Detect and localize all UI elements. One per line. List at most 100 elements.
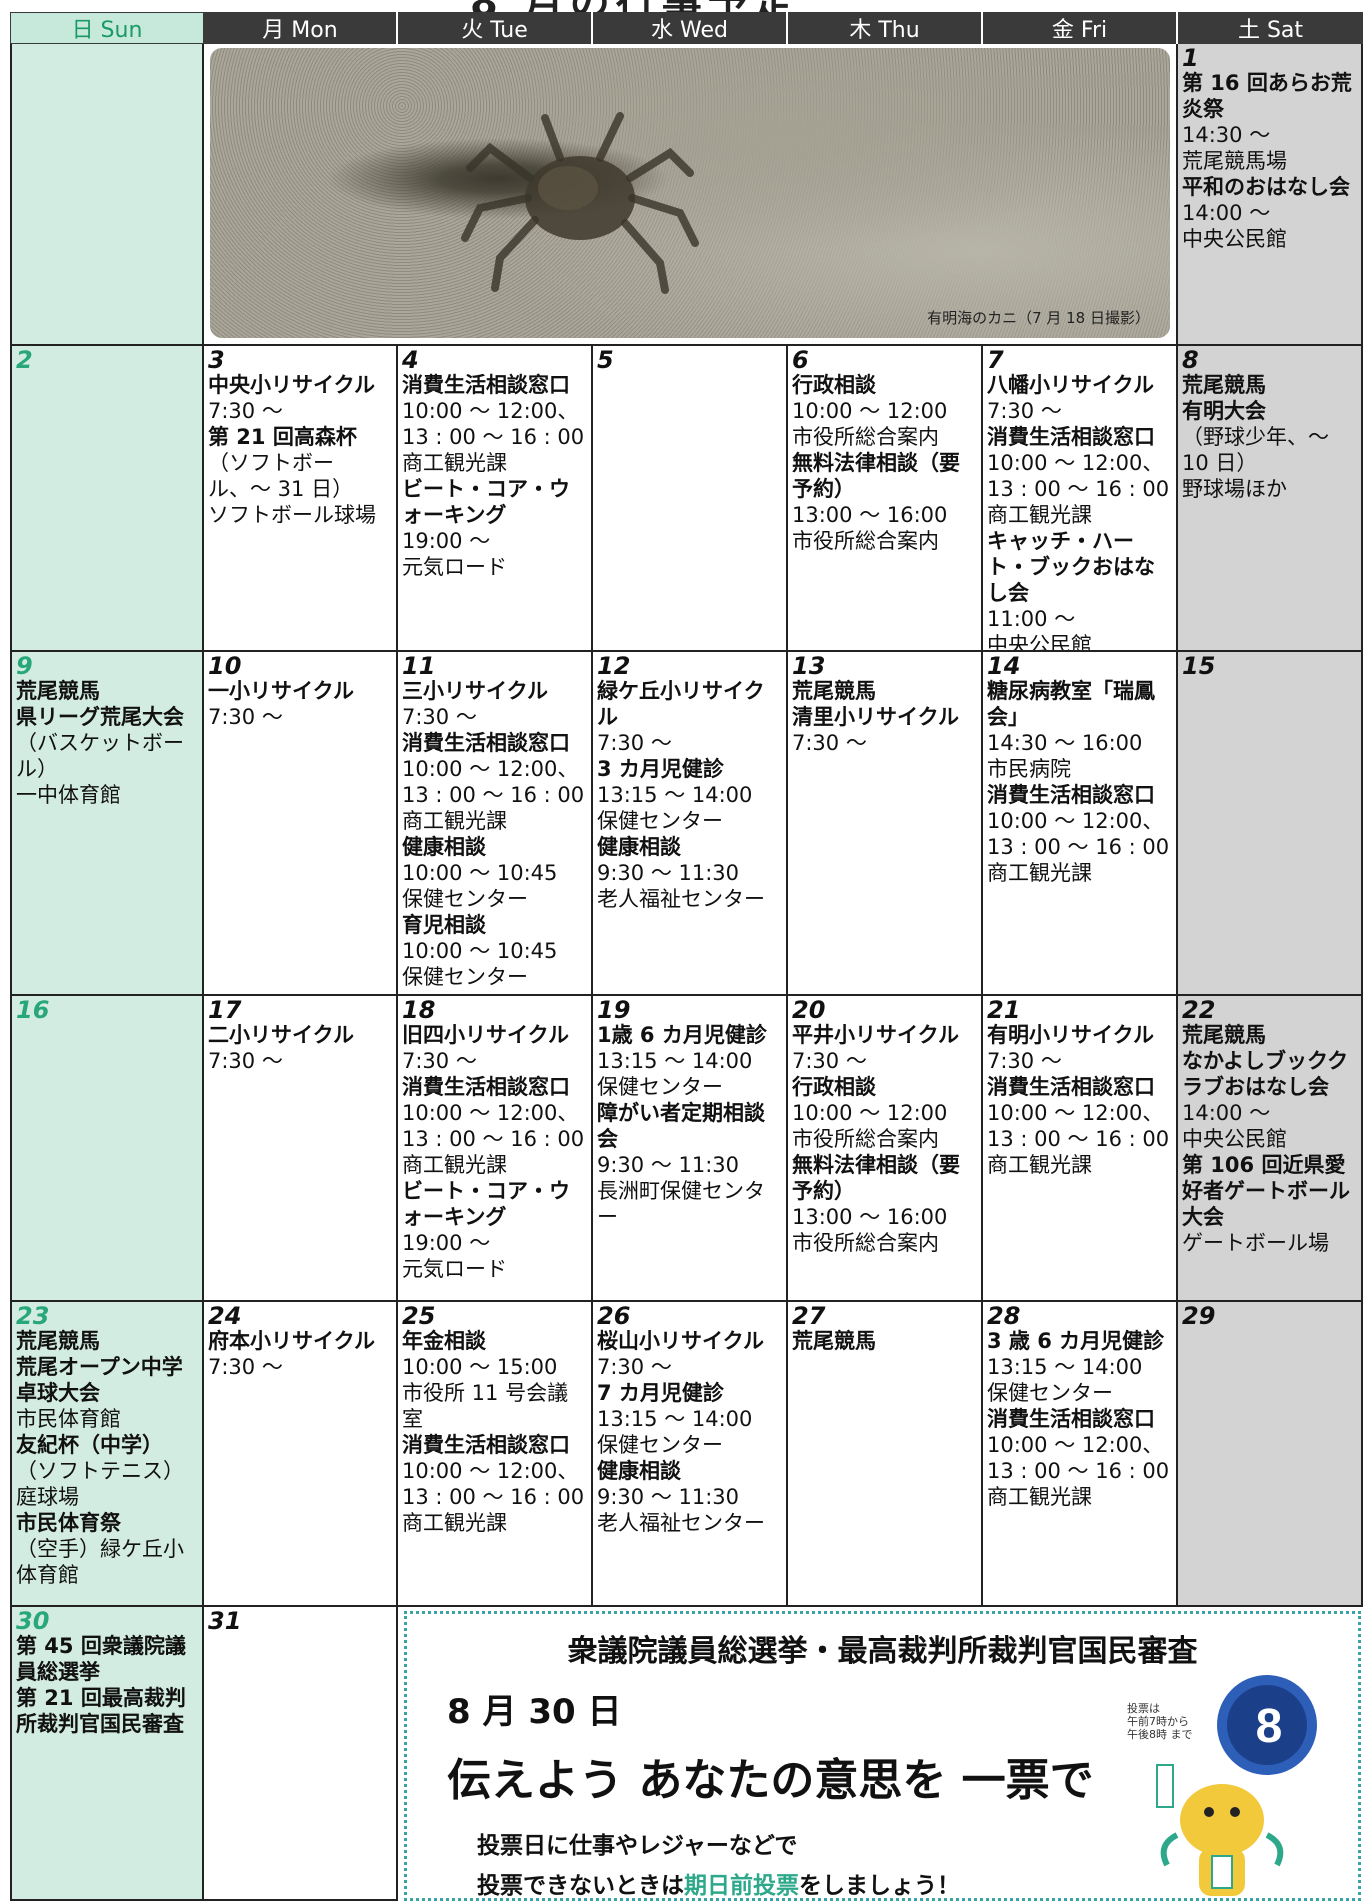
event-detail: 9:30 〜 11:30 xyxy=(597,861,740,885)
event-title: 3 歳 6 カ月児健診 xyxy=(987,1329,1165,1353)
event-title: 友紀杯（中学） xyxy=(16,1433,163,1457)
event-detail: 10:00 〜 12:00、 xyxy=(402,399,579,423)
event-title: 荒尾競馬 xyxy=(1182,373,1266,397)
badge-number: 8 xyxy=(1256,1700,1283,1753)
event-detail: 10:00 〜 12:00、 xyxy=(402,1101,579,1125)
event-detail: 長洲町保健センター xyxy=(597,1179,765,1229)
voting-hours-line-3: 午後8時 まで xyxy=(1127,1728,1193,1741)
event-title: 無料法律相談（要予約） xyxy=(792,1153,960,1203)
day-cell: 2 xyxy=(10,346,204,652)
event-detail: 11:00 〜 xyxy=(987,607,1076,631)
day-cell: 31 xyxy=(204,1607,398,1901)
election-note-2: 投票できないときは期日前投票をしましょう！ xyxy=(477,1866,960,1900)
event-title: 桜山小リサイクル xyxy=(597,1329,764,1353)
event-detail: 市役所総合案内 xyxy=(792,1127,939,1151)
event-detail: 14:00 〜 xyxy=(1182,1101,1271,1125)
event-title: ビート・コア・ウォーキング xyxy=(402,1179,570,1229)
event-title: 糖尿病教室「瑞鳳会」 xyxy=(987,679,1155,729)
event-detail: ソフトボール球場 xyxy=(208,503,376,527)
event-title: 行政相談 xyxy=(792,1075,876,1099)
event-detail: 13 : 00 〜 16 : 00 xyxy=(402,425,585,449)
day-cell: 29 xyxy=(1178,1302,1363,1607)
event-detail: 7:30 〜 xyxy=(402,1049,477,1073)
event-detail: 商工観光課 xyxy=(402,1511,507,1535)
event-title: 荒尾競馬 xyxy=(792,679,876,703)
event-detail: 13:15 〜 14:00 xyxy=(597,1049,753,1073)
event-title: 市民体育祭 xyxy=(16,1511,121,1535)
mascot-icon: 8 xyxy=(1156,1675,1317,1896)
event-detail: 10:00 〜 12:00、 xyxy=(987,451,1164,475)
day-cell: 15 xyxy=(1178,652,1363,996)
day-number: 9 xyxy=(16,652,33,680)
early-voting-highlight: 期日前投票 xyxy=(684,1873,799,1899)
day-cell-empty xyxy=(10,44,204,346)
day-number: 22 xyxy=(1182,996,1216,1024)
event-detail: 商工観光課 xyxy=(987,503,1092,527)
header-tue: 火 Tue xyxy=(398,12,593,44)
event-title: 中央小リサイクル xyxy=(208,373,375,397)
event-detail: 7:30 〜 xyxy=(208,399,283,423)
event-title: 第 16 回あらお荒炎祭 xyxy=(1182,71,1352,121)
event-detail: 7:30 〜 xyxy=(792,731,867,755)
event-detail: 14:00 〜 xyxy=(1182,201,1271,225)
day-number: 3 xyxy=(208,346,225,374)
event-title: 荒尾競馬 xyxy=(16,1329,100,1353)
event-detail: 商工観光課 xyxy=(987,1153,1092,1177)
event-detail: 市役所総合案内 xyxy=(792,1231,939,1255)
event-detail: 13 : 00 〜 16 : 00 xyxy=(402,783,585,807)
day-cell: 16 xyxy=(10,996,204,1302)
event-detail: 保健センター xyxy=(597,1433,723,1457)
event-detail: 市民体育館 xyxy=(16,1407,121,1431)
event-detail: 13 : 00 〜 16 : 00 xyxy=(987,1459,1170,1483)
event-title: 荒尾オープン中学卓球大会 xyxy=(16,1355,183,1405)
event-detail: 13 : 00 〜 16 : 00 xyxy=(987,1127,1170,1151)
event-detail: 13:15 〜 14:00 xyxy=(987,1355,1143,1379)
day-number: 18 xyxy=(402,996,436,1024)
photo-cell: 有明海のカニ（7 月 18 日撮影） xyxy=(204,44,1178,346)
election-notice: 衆議院議員総選挙・最高裁判所裁判官国民審査 8 月 30 日 伝えよう あなたの… xyxy=(404,1611,1361,1901)
header-sat: 土 Sat xyxy=(1178,12,1363,44)
event-title: 消費生活相談窓口 xyxy=(402,731,570,755)
event-title: 荒尾競馬 xyxy=(1182,1023,1266,1047)
crab-photo: 有明海のカニ（7 月 18 日撮影） xyxy=(210,48,1170,338)
event-title: 平井小リサイクル xyxy=(792,1023,959,1047)
event-detail: 荒尾競馬場 xyxy=(1182,149,1287,173)
day-number: 23 xyxy=(16,1302,50,1330)
event-detail: （バスケットボール） xyxy=(16,731,184,781)
election-note-1: 投票日に仕事やレジャーなどで xyxy=(477,1833,798,1859)
event-detail: 19:00 〜 xyxy=(402,1231,491,1255)
event-title: 第 21 回高森杯 xyxy=(208,425,357,449)
event-title: 無料法律相談（要予約） xyxy=(792,451,960,501)
event-detail: 市役所総合案内 xyxy=(792,425,939,449)
day-number: 28 xyxy=(987,1302,1021,1330)
day-number: 12 xyxy=(597,652,631,680)
header-sun: 日 Sun xyxy=(10,12,204,44)
event-detail: 7:30 〜 xyxy=(597,731,672,755)
header-fri: 金 Fri xyxy=(983,12,1178,44)
event-detail: 元気ロード xyxy=(402,555,507,579)
event-detail: （ソフトボール、〜 31 日） xyxy=(208,451,354,501)
note-pre: 投票できないときは xyxy=(477,1873,684,1899)
event-detail: 商工観光課 xyxy=(987,1485,1092,1509)
event-title: 健康相談 xyxy=(597,1459,681,1483)
event-title: 荒尾競馬 xyxy=(792,1329,876,1353)
event-detail: 老人福祉センター xyxy=(597,1511,765,1535)
event-detail: 市役所 11 号会議室 xyxy=(402,1381,569,1431)
day-number: 27 xyxy=(792,1302,826,1330)
election-heading: 衆議院議員総選挙・最高裁判所裁判官国民審査 xyxy=(567,1634,1198,1669)
event-detail: 野球場ほか xyxy=(1182,477,1287,501)
event-detail: 中央公民館 xyxy=(1182,227,1287,251)
header-mon: 月 Mon xyxy=(204,12,398,44)
day-number: 4 xyxy=(402,346,419,374)
day-number: 24 xyxy=(208,1302,242,1330)
